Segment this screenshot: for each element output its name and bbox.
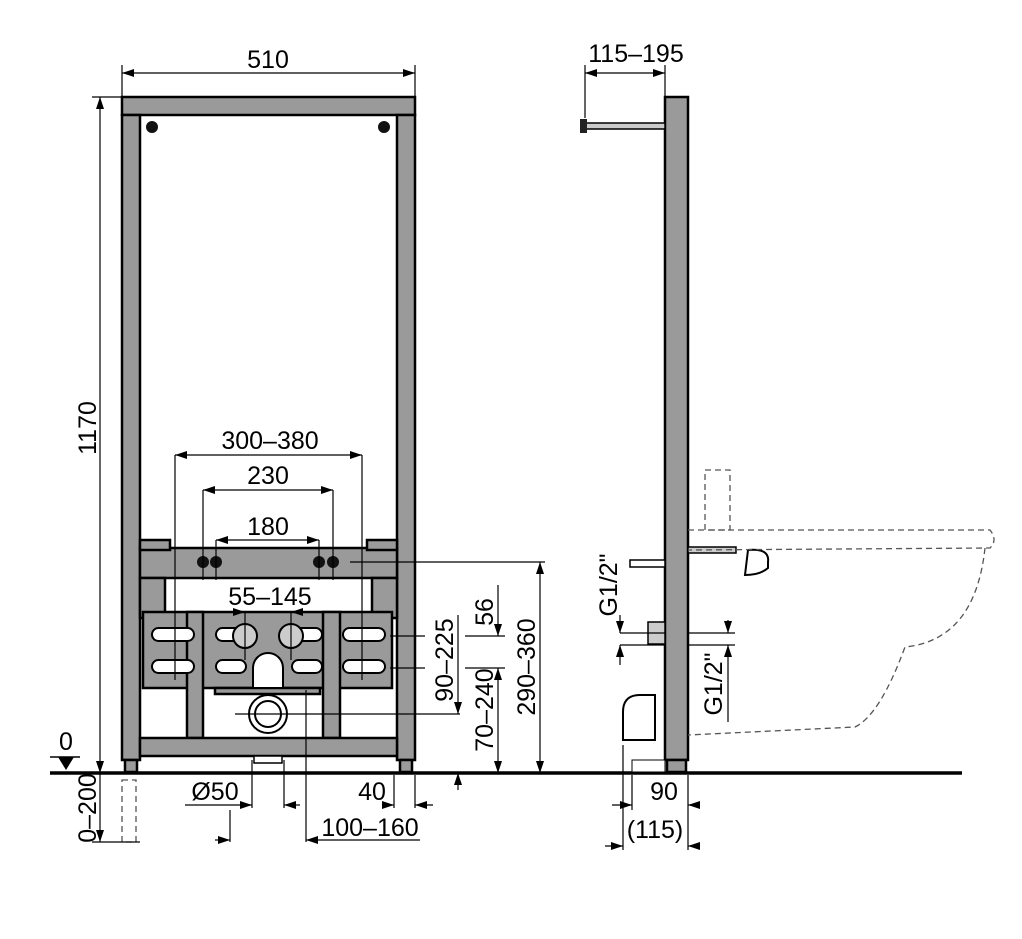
side-frame — [580, 95, 770, 774]
total-depth-label: (115) — [627, 816, 684, 844]
hole-spacing-inner-label: 180 — [247, 513, 289, 541]
drain-offset-label: 100–160 — [321, 814, 418, 842]
upper-thread-label: G1/2" — [595, 553, 623, 616]
drain-height-label: 70–240 — [471, 668, 499, 751]
zero-level-label: 0 — [59, 728, 73, 756]
frame-depth-label: 90 — [650, 778, 678, 806]
front-frame — [120, 95, 417, 843]
bidet-outline — [687, 469, 995, 736]
inlet-height-label: 90–225 — [431, 618, 459, 701]
hole-spacing-outer-label: 230 — [247, 462, 289, 490]
drain-diameter-label: Ø50 — [191, 778, 238, 806]
width-label: 510 — [247, 46, 289, 74]
lower-thread-label: G1/2" — [700, 652, 728, 715]
height-label: 1170 — [74, 401, 102, 455]
bracket-height-label: 290–360 — [513, 618, 541, 715]
foot-adjust-label: 0–200 — [74, 773, 102, 843]
post-width-label: 40 — [358, 778, 386, 806]
arm-depth-label: 115–195 — [588, 40, 683, 68]
inlet-offset-label: 56 — [471, 598, 499, 626]
bracket-spacing-label: 300–380 — [221, 427, 318, 455]
zero-level-marker — [58, 757, 74, 770]
inlet-spacing-label: 55–145 — [228, 583, 311, 611]
